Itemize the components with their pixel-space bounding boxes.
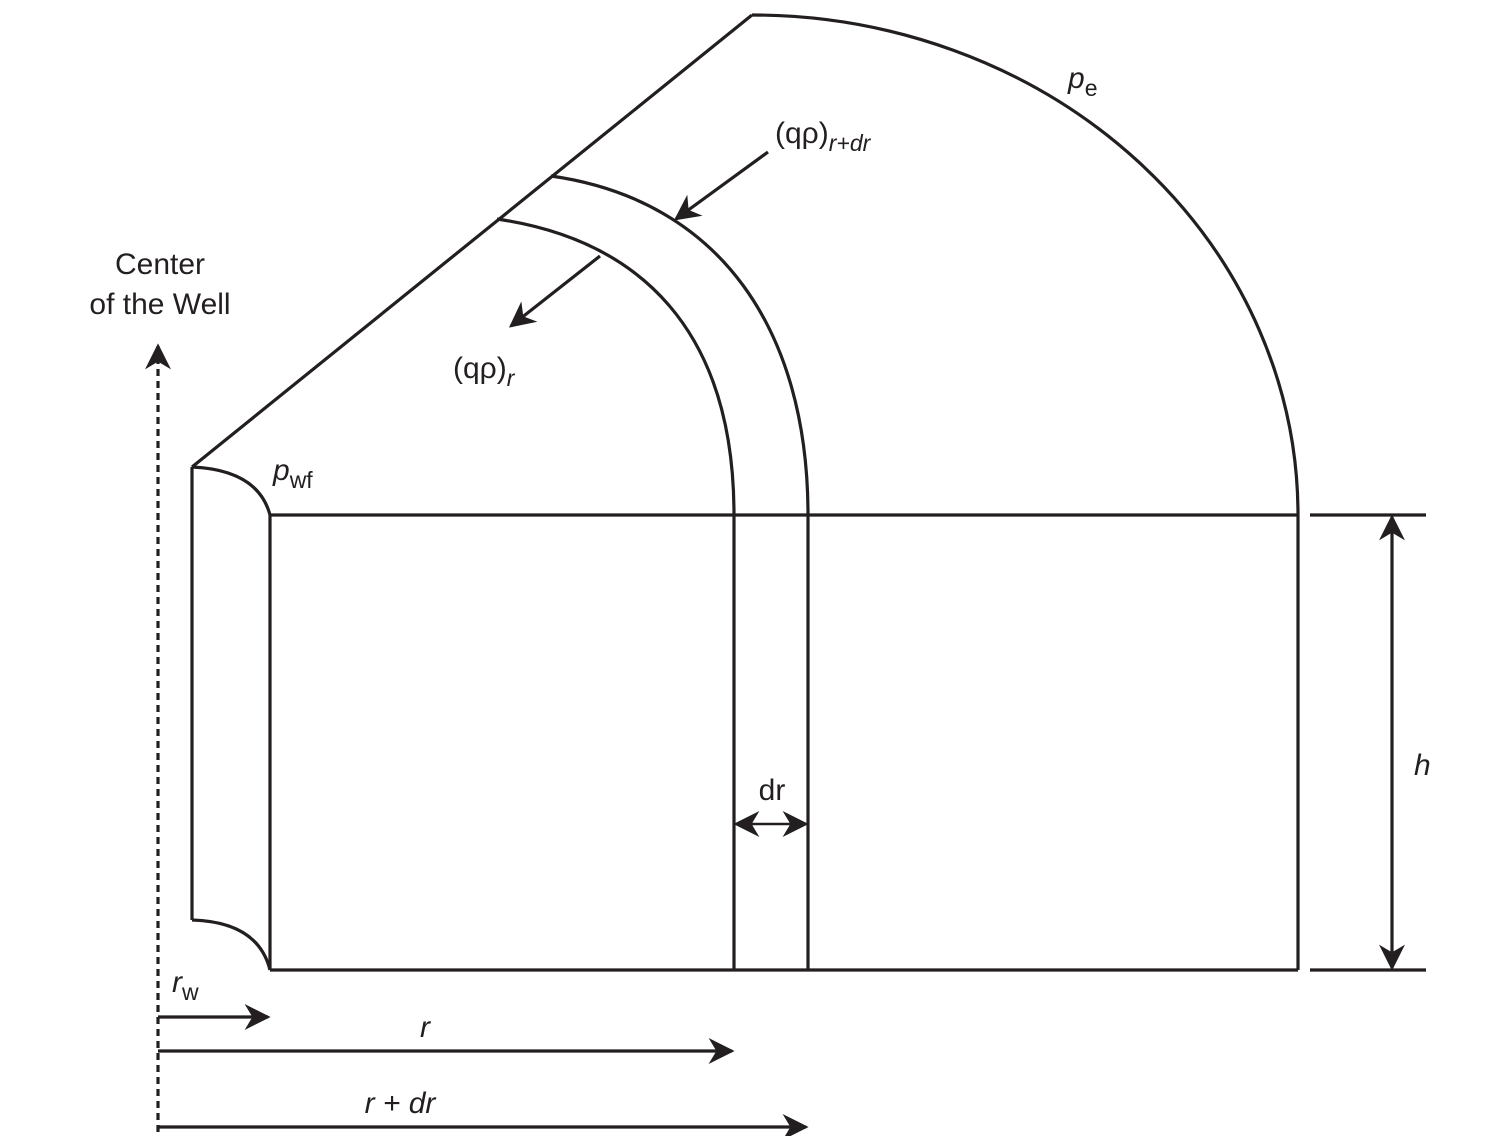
dr-label: dr [759,774,786,807]
center-label-line1: Center [115,248,205,281]
wellbore-top-arc [191,465,272,516]
wellbore-bottom-arc [191,918,272,971]
flow-out-arrow [508,254,601,328]
shell-inner-arc [496,217,736,516]
shell-outer-arc [550,174,810,516]
pe-label: pe [1067,62,1097,101]
pwf-label: pwf [272,454,313,493]
r-label: r [420,1011,431,1044]
rw-label: rw [172,966,199,1005]
outer-boundary-arc [751,13,1300,516]
h-label: h [1414,749,1431,782]
r-plus-dr-label: r + dr [365,1087,437,1120]
qrho-r-plus-dr-label: (qρ)r+dr [775,117,872,156]
flow-in-arrow [673,150,769,221]
qrho-r-label: (qρ)r [453,352,516,391]
center-label-line2: of the Well [89,288,230,321]
sector-diagonal-edge [190,13,754,469]
